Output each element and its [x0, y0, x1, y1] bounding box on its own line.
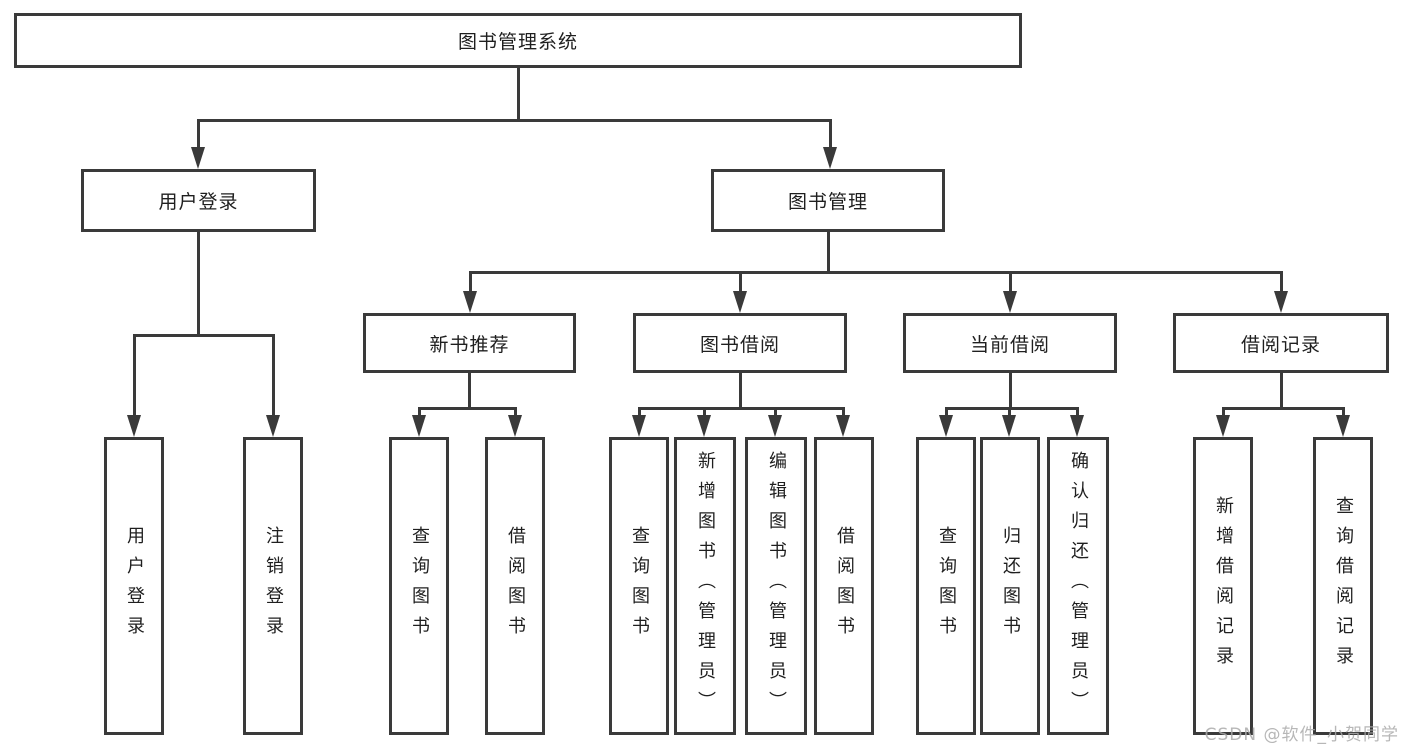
connector-line: [1280, 373, 1283, 410]
node-label: 借阅图书: [505, 526, 526, 646]
csdn-watermark: CSDN @软件_小贺同学: [1204, 725, 1399, 745]
connector-line: [469, 271, 1283, 274]
leaf-add-borrow-record: 新增借阅记录: [1193, 437, 1253, 735]
node-label: 图书管理: [787, 191, 868, 213]
arrow-down-icon: [836, 415, 850, 437]
leaf-logout: 注销登录: [243, 437, 303, 735]
arrow-down-icon: [1003, 291, 1017, 313]
leaf-add-books-admin: 新增图书（管理员）: [674, 437, 736, 735]
connector-line: [272, 334, 275, 418]
leaf-confirm-return-admin: 确认归还（管理员）: [1047, 437, 1109, 735]
connector-line: [739, 373, 742, 410]
node-label: 借阅图书: [834, 526, 855, 646]
node-label: 注销登录: [263, 526, 284, 646]
node-label: 归还图书: [1000, 526, 1021, 646]
arrow-down-icon: [823, 147, 837, 169]
arrow-down-icon: [1070, 415, 1084, 437]
leaf-edit-books-admin: 编辑图书（管理员）: [745, 437, 807, 735]
connector-line: [827, 232, 830, 274]
connector-line: [842, 407, 845, 418]
connector-line: [1009, 271, 1012, 295]
leaf-query-books-current: 查询图书: [916, 437, 976, 735]
node-label: 查询借阅记录: [1333, 496, 1354, 676]
node-library-management-system: 图书管理系统: [14, 13, 1022, 68]
node-label: 图书借阅: [699, 333, 780, 356]
node-label: 查询图书: [629, 526, 650, 646]
connector-line: [1008, 407, 1011, 418]
leaf-borrow-books: 借阅图书: [814, 437, 874, 735]
connector-line: [514, 407, 517, 418]
arrow-down-icon: [508, 415, 522, 437]
connector-line: [1076, 407, 1079, 418]
node-label: 用户登录: [124, 526, 145, 646]
connector-line: [1222, 407, 1345, 410]
connector-line: [1280, 271, 1283, 295]
node-label: 图书管理系统: [457, 31, 578, 53]
node-label: 用户登录: [158, 191, 239, 213]
node-label: 新书推荐: [429, 333, 510, 356]
node-new-book-recommendation: 新书推荐: [363, 313, 576, 373]
leaf-user-login: 用户登录: [104, 437, 164, 735]
connector-line: [418, 407, 517, 410]
connector-line: [133, 334, 136, 418]
node-label: 查询图书: [936, 526, 957, 646]
connector-line: [774, 407, 777, 418]
connector-line: [945, 407, 1079, 410]
connector-line: [469, 271, 472, 295]
arrow-down-icon: [191, 147, 205, 169]
node-book-borrowing: 图书借阅: [633, 313, 847, 373]
node-label: 当前借阅: [969, 333, 1050, 356]
arrow-down-icon: [733, 291, 747, 313]
arrow-down-icon: [697, 415, 711, 437]
node-current-borrowing: 当前借阅: [903, 313, 1117, 373]
connector-line: [638, 407, 845, 410]
connector-line: [468, 373, 471, 410]
arrow-down-icon: [632, 415, 646, 437]
connector-line: [197, 119, 832, 122]
connector-line: [1342, 407, 1345, 418]
node-label: 新增图书（管理员）: [695, 451, 716, 721]
connector-line: [1222, 407, 1225, 418]
connector-line: [945, 407, 948, 418]
node-label: 查询图书: [409, 526, 430, 646]
arrow-down-icon: [939, 415, 953, 437]
arrow-down-icon: [768, 415, 782, 437]
node-book-management-branch: 图书管理: [711, 169, 945, 232]
connector-line: [133, 334, 275, 337]
arrow-down-icon: [1336, 415, 1350, 437]
connector-line: [197, 119, 200, 151]
connector-line: [517, 68, 520, 122]
arrow-down-icon: [1002, 415, 1016, 437]
leaf-query-books-borrowing: 查询图书: [609, 437, 669, 735]
node-label: 确认归还（管理员）: [1068, 451, 1089, 721]
node-label: 新增借阅记录: [1213, 496, 1234, 676]
arrow-down-icon: [412, 415, 426, 437]
leaf-query-books-recommend: 查询图书: [389, 437, 449, 735]
connector-line: [739, 271, 742, 295]
connector-line: [1009, 373, 1012, 410]
connector-line: [197, 232, 200, 337]
connector-line: [703, 407, 706, 418]
arrow-down-icon: [127, 415, 141, 437]
leaf-return-books: 归还图书: [980, 437, 1040, 735]
connector-line: [829, 119, 832, 151]
arrow-down-icon: [1274, 291, 1288, 313]
node-borrowing-records: 借阅记录: [1173, 313, 1389, 373]
connector-line: [638, 407, 641, 418]
node-label: 借阅记录: [1240, 333, 1321, 356]
node-label: 编辑图书（管理员）: [766, 451, 787, 721]
connector-line: [418, 407, 421, 418]
arrow-down-icon: [463, 291, 477, 313]
leaf-query-borrow-record: 查询借阅记录: [1313, 437, 1373, 735]
leaf-borrow-books-recommend: 借阅图书: [485, 437, 545, 735]
arrow-down-icon: [1216, 415, 1230, 437]
arrow-down-icon: [266, 415, 280, 437]
node-user-login-branch: 用户登录: [81, 169, 316, 232]
